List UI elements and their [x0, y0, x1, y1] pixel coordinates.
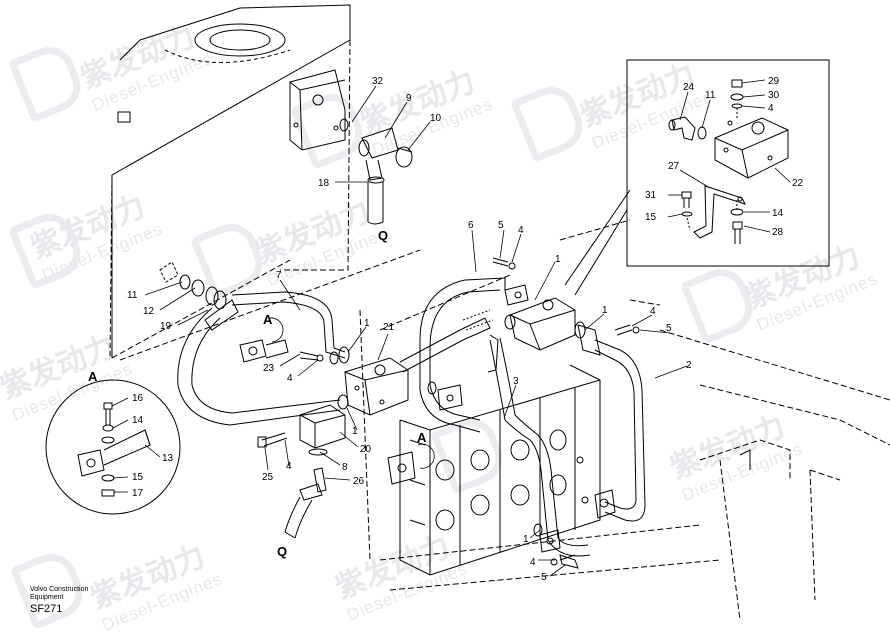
- pipe-6: [419, 277, 506, 433]
- callout: 28: [772, 227, 784, 238]
- view-label-q-bottom: Q: [277, 544, 287, 559]
- callout: 1: [364, 318, 370, 329]
- callout: 9: [406, 93, 412, 104]
- callout: 5: [498, 220, 504, 231]
- pipe-7: [231, 291, 346, 359]
- callout: 2: [686, 360, 692, 371]
- callout: 27: [668, 161, 680, 172]
- hose-19: [177, 299, 341, 426]
- callout: 14: [772, 208, 784, 219]
- callout: 4: [287, 373, 293, 384]
- view-label-a-right: A: [417, 430, 427, 445]
- flange-23: [239, 339, 324, 363]
- valve-22-mounted: [487, 284, 586, 373]
- callout: 20: [360, 444, 372, 455]
- callout: 4: [518, 225, 524, 236]
- view-label-a-main: A: [263, 312, 273, 327]
- callout: 21: [383, 322, 395, 333]
- manifold-21: [329, 309, 494, 416]
- footer-diagram-code: SF271: [30, 603, 63, 615]
- callout: 22: [792, 178, 804, 189]
- callout: 25: [262, 472, 274, 483]
- callout: 4: [530, 557, 536, 568]
- callout: 30: [768, 90, 780, 101]
- footer-brand-line2: Equipment: [30, 594, 64, 601]
- callout: 16: [132, 393, 144, 404]
- bolts-upper: [492, 257, 640, 566]
- callout: 12: [143, 306, 155, 317]
- callout: 3: [513, 376, 519, 387]
- control-valve: [399, 364, 601, 576]
- footer-brand-line1: Volvo Construction: [30, 586, 89, 593]
- tank-valve-block: [289, 69, 413, 225]
- callout: 4: [768, 103, 774, 114]
- callout: 5: [666, 323, 672, 334]
- flange-brackets: [387, 381, 579, 569]
- callout: 15: [132, 472, 144, 483]
- callout: 31: [645, 190, 657, 201]
- block-20: [299, 394, 349, 449]
- callout: 4: [650, 306, 656, 317]
- pipe-3: [489, 337, 591, 557]
- leader-lines: [111, 79, 791, 577]
- pipe-2: [577, 324, 646, 522]
- hydraulic-tank: [109, 4, 421, 361]
- callout: 24: [683, 82, 695, 93]
- callout: 19: [160, 321, 172, 332]
- callout: 11: [705, 90, 716, 101]
- callout: 1: [555, 254, 561, 265]
- callout: 11: [127, 290, 138, 301]
- callout: 15: [645, 212, 657, 223]
- callout: 18: [318, 178, 330, 189]
- view-label-q-top: Q: [378, 228, 388, 243]
- callout: 10: [430, 113, 442, 124]
- callout: 23: [263, 363, 275, 374]
- callout: 29: [768, 76, 780, 87]
- bolt-25: [257, 432, 288, 448]
- view-label-a-detail: A: [88, 369, 98, 384]
- callout: 8: [342, 462, 348, 473]
- callout: 14: [132, 415, 144, 426]
- callout: 1: [352, 426, 358, 437]
- callout: 4: [286, 461, 292, 472]
- callout: 26: [353, 476, 365, 487]
- detail-a: [45, 379, 181, 515]
- callout: 5: [541, 572, 547, 583]
- callout: 1: [602, 305, 608, 316]
- hose-26: [284, 448, 328, 539]
- callout: 7: [276, 270, 282, 281]
- right-frame: [699, 439, 816, 601]
- callout: 32: [372, 76, 384, 87]
- frame-outline: [359, 219, 890, 621]
- left-fittings: [159, 261, 227, 310]
- inset-box: [564, 59, 830, 296]
- callout: 17: [132, 488, 144, 499]
- callout: 6: [468, 220, 474, 231]
- callout: 1: [523, 534, 529, 545]
- callout: 13: [162, 453, 174, 464]
